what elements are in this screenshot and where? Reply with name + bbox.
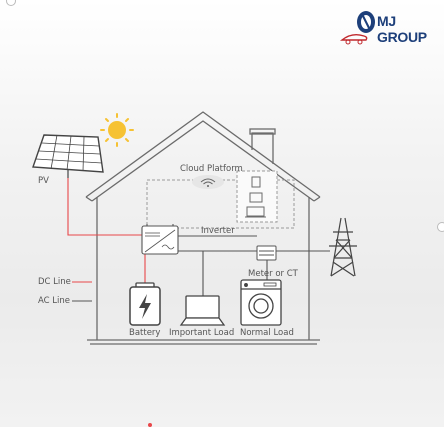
sun-icon xyxy=(100,113,134,147)
battery-label: Battery xyxy=(129,328,161,338)
meter-label: Meter or CT xyxy=(248,269,298,279)
cloud-platform-box xyxy=(146,179,295,229)
control-panel-icon xyxy=(245,176,266,218)
wifi-icon xyxy=(192,175,224,189)
corner-dot-right xyxy=(437,222,444,232)
dc-lines xyxy=(67,178,146,283)
brand-name: MJ GROUP xyxy=(377,13,427,45)
dc-line-label: DC Line xyxy=(38,277,71,287)
important-load-label: Important Load xyxy=(169,328,235,338)
washing-machine-icon xyxy=(240,279,282,326)
meter-icon xyxy=(256,245,277,261)
cloud-platform-label: Cloud Platform xyxy=(180,164,243,174)
brand-logo xyxy=(338,6,444,50)
battery-icon xyxy=(129,282,161,326)
bottom-marker xyxy=(148,423,152,427)
normal-load-label: Normal Load xyxy=(240,328,294,338)
inverter-label: Inverter xyxy=(201,226,235,236)
power-tower-icon xyxy=(329,217,357,277)
solar-panel-icon xyxy=(32,134,104,178)
corner-dot-top-left xyxy=(6,0,16,6)
pv-label: PV xyxy=(38,176,49,186)
inverter-icon xyxy=(141,224,179,255)
logo-icon xyxy=(340,11,375,45)
control-panel-box xyxy=(236,170,278,223)
ac-line-label: AC Line xyxy=(38,296,71,306)
laptop-icon xyxy=(179,295,226,326)
house-outline xyxy=(85,111,321,345)
